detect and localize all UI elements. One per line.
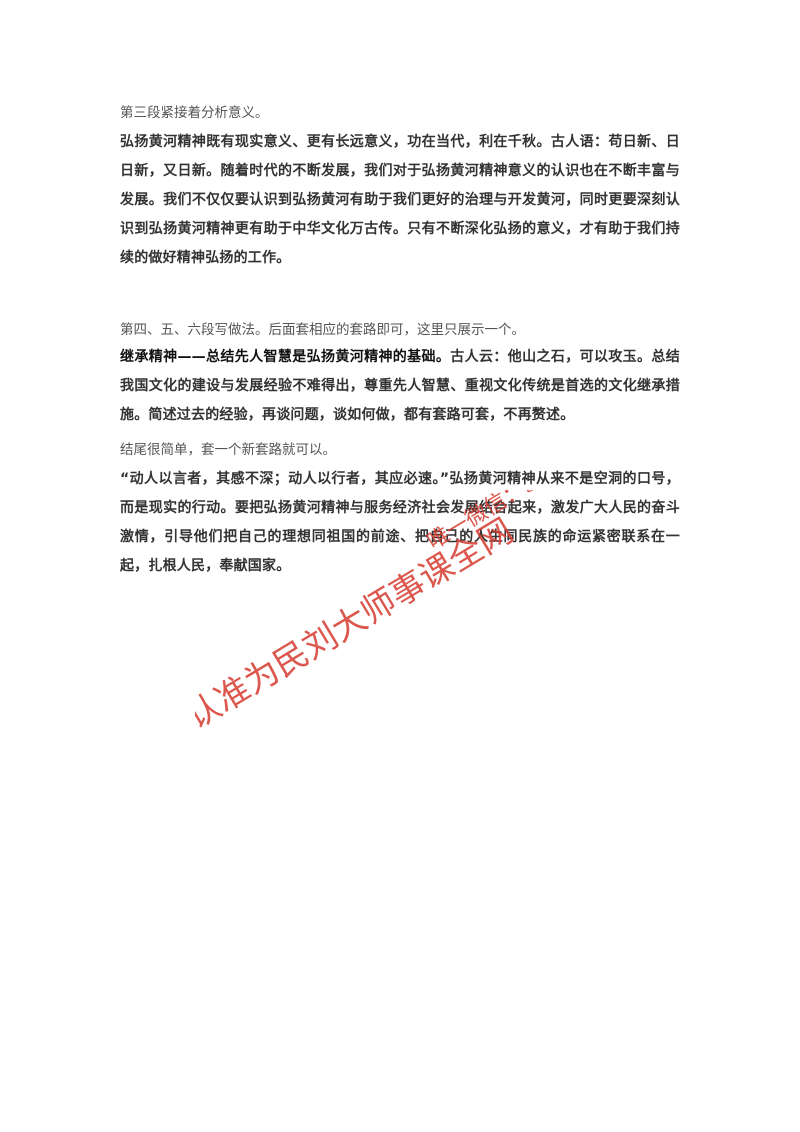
method-lead-sentence: 继承精神——总结先人智慧是弘扬黄河精神的基础。 <box>120 349 451 365</box>
section-intro-meaning: 第三段紧接着分析意义。 <box>120 105 269 121</box>
paragraph-method: 继承精神——总结先人智慧是弘扬黄河精神的基础。古人云：他山之石，可以攻玉。总结我… <box>120 343 680 430</box>
paragraph-ending: “动人以言者，其感不深；动人以行者，其应必速。”弘扬黄河精神从来不是空洞的口号，… <box>120 471 680 574</box>
section-intro-ending: 结尾很简单，套一个新套路就可以。 <box>120 442 336 458</box>
paragraph-meaning: 弘扬黄河精神既有现实意义、更有长远意义，功在当代，利在千秋。古人语：苟日新、日日… <box>120 134 680 266</box>
method-body-text: 古人云：他山之石，可以攻玉。总结我国文化的建设与发展经验不难得出，尊重先人智慧、… <box>120 349 680 423</box>
section-intro-methods: 第四、五、六段写做法。后面套相应的套路即可，这里只展示一个。 <box>120 322 525 338</box>
